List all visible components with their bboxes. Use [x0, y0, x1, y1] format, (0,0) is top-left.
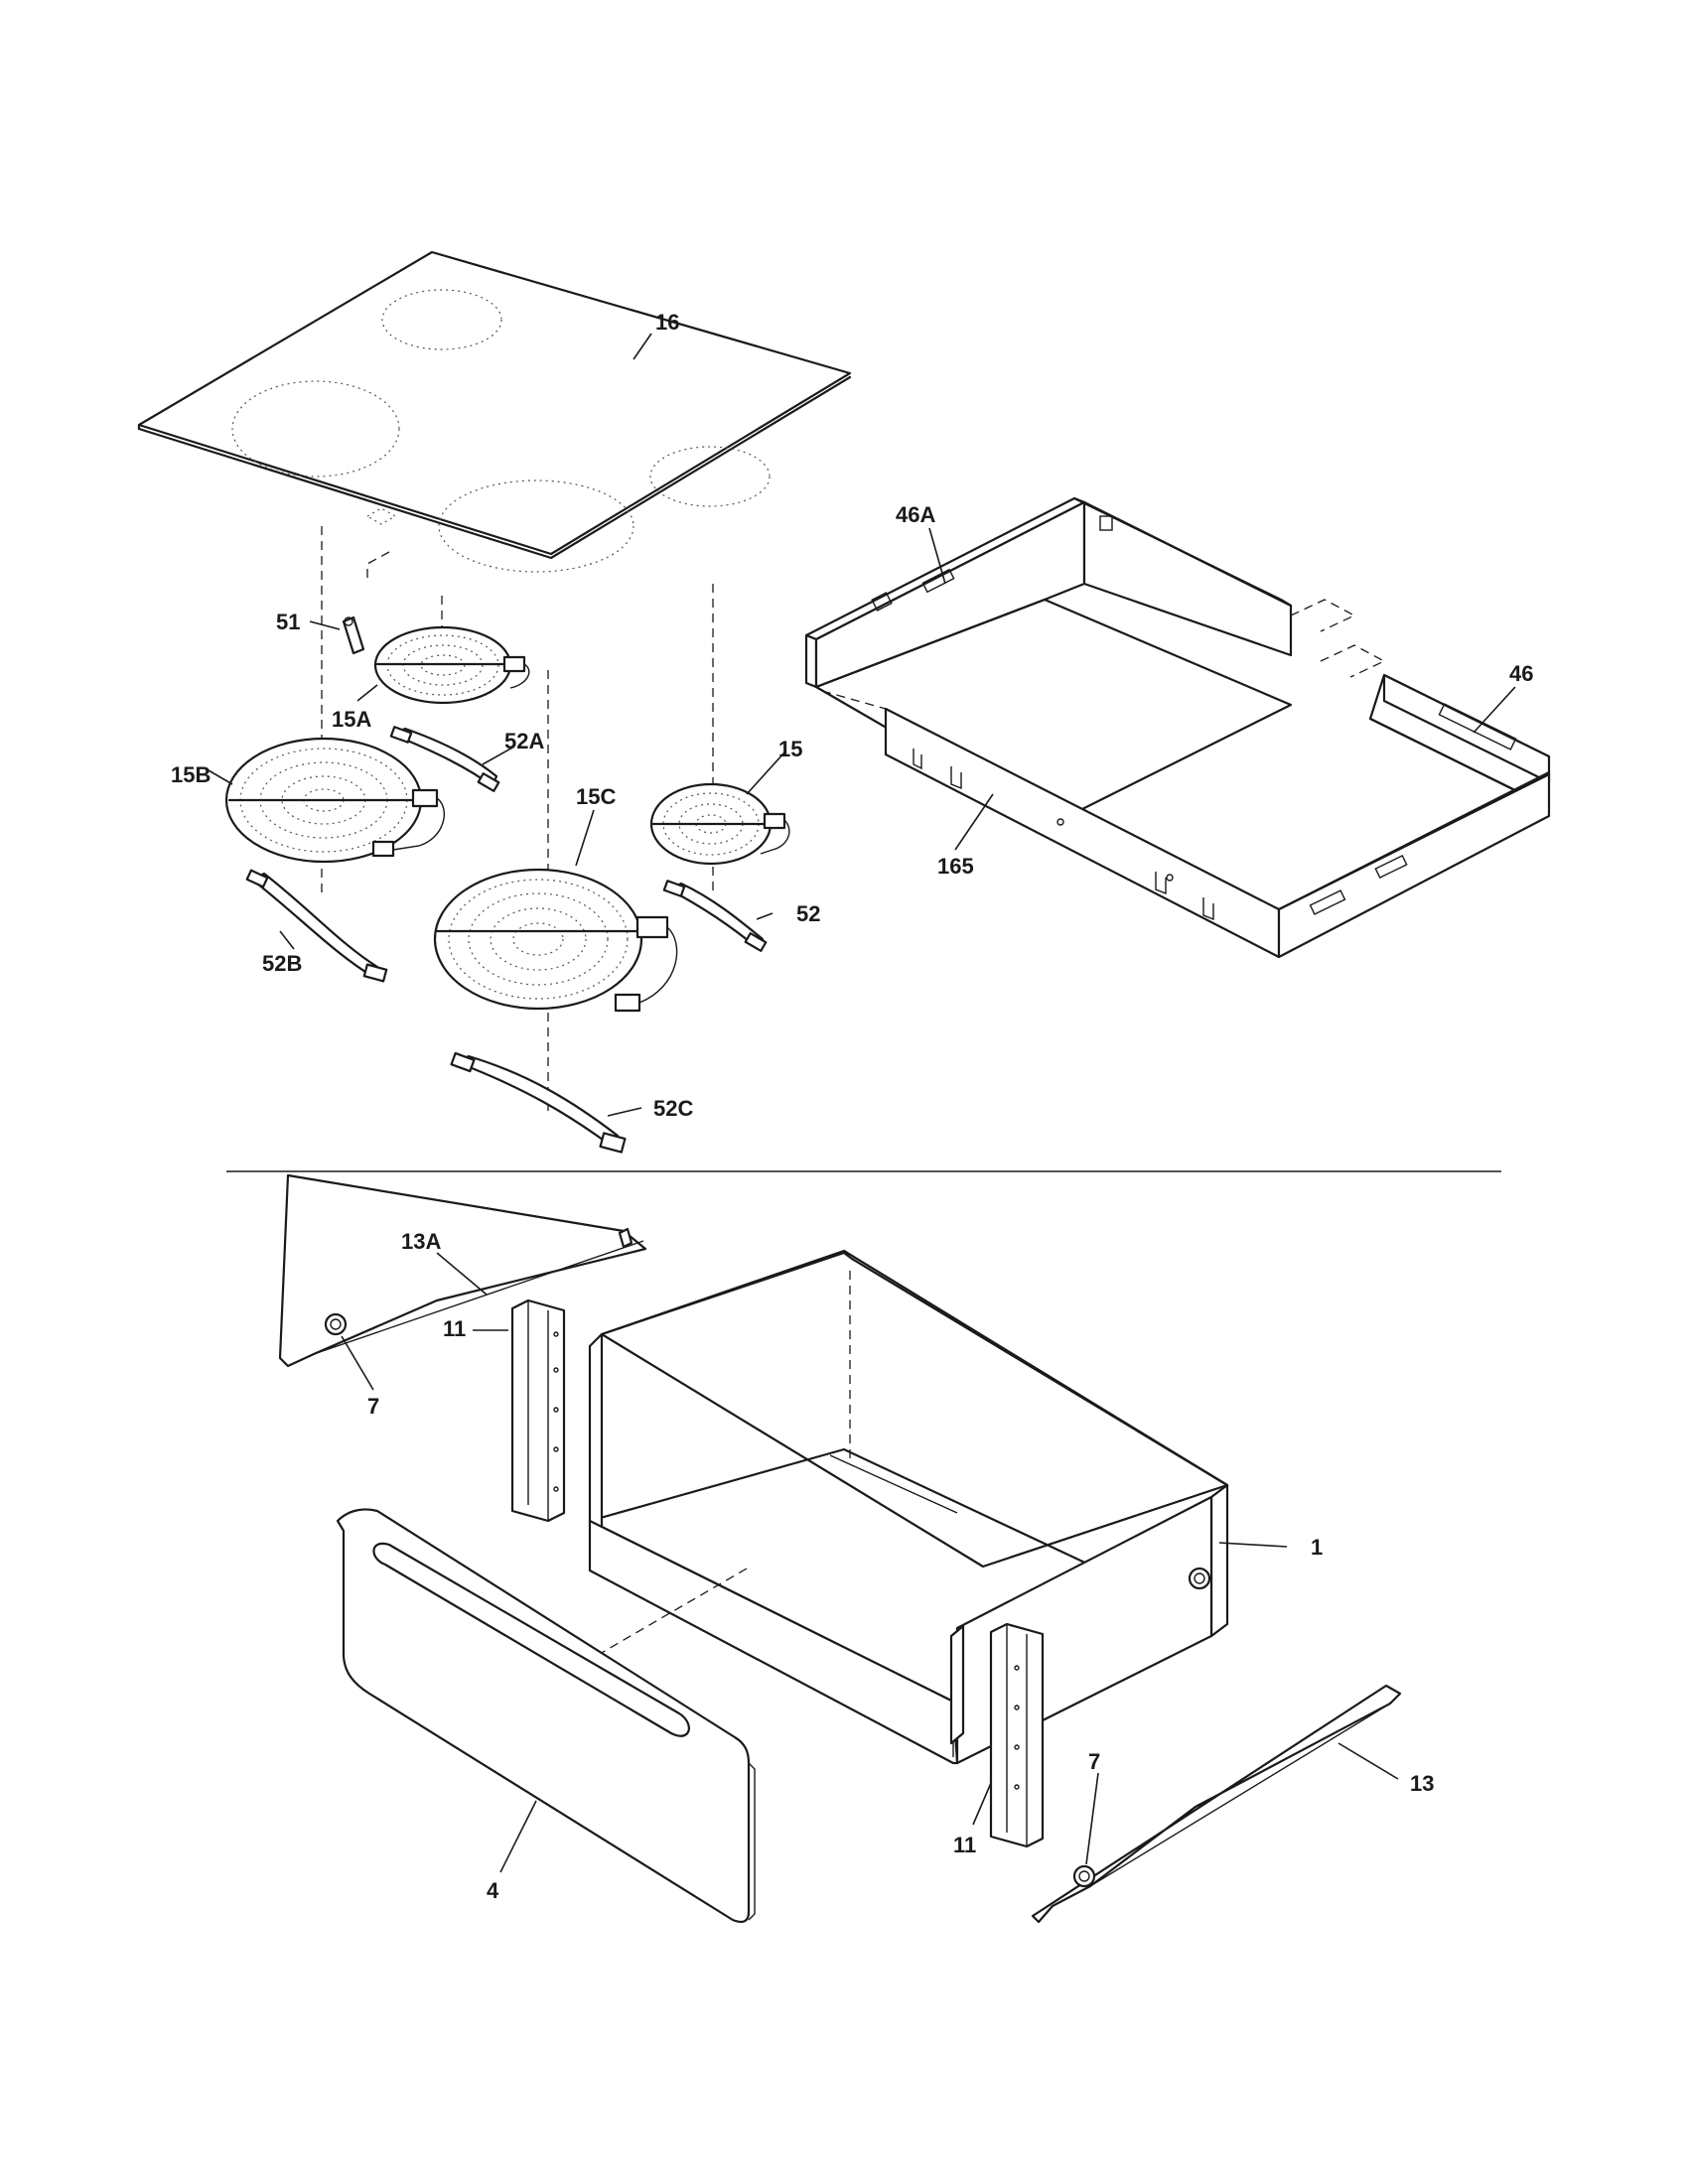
heating-element-15B: [224, 737, 446, 864]
callout-7-left: 7: [367, 1394, 379, 1419]
heating-element-15A: [373, 625, 530, 705]
callout-46: 46: [1509, 661, 1533, 686]
heating-element-15C: [433, 868, 678, 1013]
slide-bracket-11-upper: [510, 1298, 566, 1523]
callout-51: 51: [276, 610, 300, 634]
callout-15C: 15C: [576, 784, 616, 809]
callout-7-right: 7: [1088, 1749, 1100, 1774]
callout-15B: 15B: [171, 762, 211, 787]
callout-52C: 52C: [653, 1096, 693, 1121]
callout-52: 52: [796, 901, 820, 926]
cooktop-glass: [137, 250, 852, 573]
bracket-52: [662, 880, 768, 952]
callout-165: 165: [937, 854, 974, 879]
callout-52A: 52A: [504, 729, 544, 753]
heating-element-15: [649, 782, 790, 866]
drawer-front-4: [336, 1508, 756, 1923]
callout-11-lower: 11: [953, 1833, 976, 1857]
drawer-rail-13: [1031, 1684, 1402, 1924]
callout-1: 1: [1311, 1535, 1323, 1560]
part-51-sensor: [342, 615, 365, 655]
bracket-52B: [245, 869, 388, 983]
callout-15A: 15A: [332, 707, 371, 732]
cooktop-frame: [804, 496, 1551, 959]
callout-13: 13: [1410, 1771, 1434, 1796]
callout-13A: 13A: [401, 1229, 441, 1254]
callout-16: 16: [655, 310, 679, 335]
drawer-body-1: [588, 1249, 1229, 1765]
bracket-52A: [389, 726, 500, 792]
callout-15: 15: [778, 737, 802, 761]
drawer-rail-13A: [278, 1173, 647, 1368]
callout-11-upper: 11: [443, 1316, 466, 1341]
callout-4: 4: [487, 1878, 499, 1903]
callout-labels: 16 46A 46 51 15A 52A 15B 15C 15 165 52 5…: [171, 310, 1533, 1903]
slide-bracket-11-lower: [989, 1622, 1045, 1848]
callout-46A: 46A: [896, 502, 935, 527]
callout-52B: 52B: [262, 951, 302, 976]
leader-lines: [208, 333, 1516, 1873]
bracket-52C: [450, 1051, 627, 1154]
